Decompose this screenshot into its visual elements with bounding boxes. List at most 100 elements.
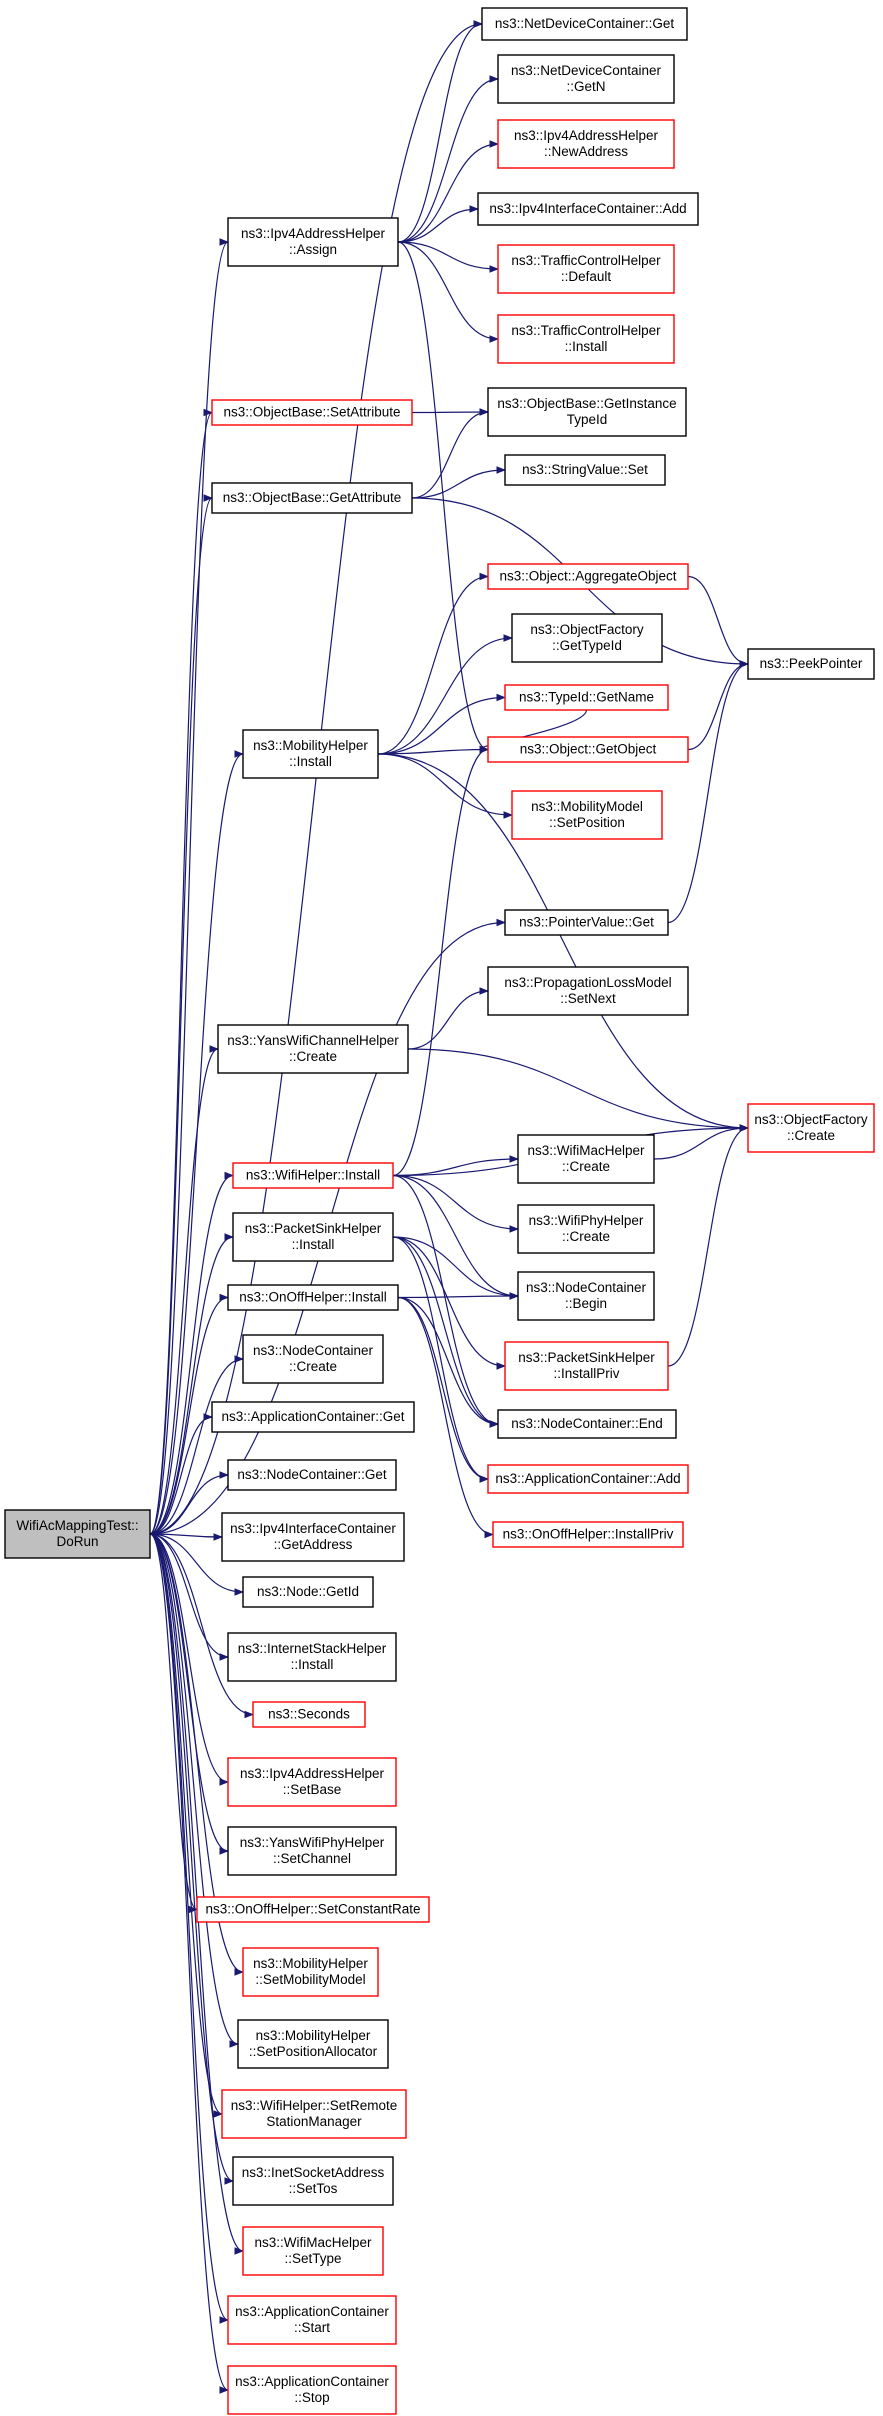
edge-root-to-isa_settos <box>149 1533 234 2185</box>
node-label: ns3::ObjectBase::GetInstance <box>497 396 676 411</box>
node-ipv4ah_newaddr[interactable]: ns3::Ipv4AddressHelper::NewAddress <box>497 119 675 169</box>
node-peekpointer[interactable]: ns3::PeekPointer <box>747 648 875 680</box>
node-box <box>227 1757 397 1807</box>
node-tch_install[interactable]: ns3::TrafficControlHelper::Install <box>497 314 675 364</box>
node-label: ns3::NetDeviceContainer::Get <box>495 16 675 31</box>
node-label: ns3::Object::AggregateObject <box>499 569 676 584</box>
edge-root-to-mh_install <box>149 750 244 1535</box>
edge-wh_install-to-wph_create <box>392 1174 519 1233</box>
edge-ooh_install-to-nc_end <box>397 1296 499 1428</box>
node-ywch_create[interactable]: ns3::YansWifiChannelHelper::Create <box>217 1024 409 1074</box>
node-mh_setmobmodel[interactable]: ns3::MobilityHelper::SetMobilityModel <box>242 1947 379 1997</box>
edge-mh_install-to-of_gettypeid <box>377 634 513 755</box>
node-nc_get[interactable]: ns3::NodeContainer::Get <box>227 1459 397 1491</box>
edge-ipv4ah_assign-to-ipv4ic_add <box>397 205 479 243</box>
node-box <box>221 2089 407 2139</box>
node-box <box>487 1464 689 1494</box>
node-root[interactable]: WifiAcMappingTest::DoRun <box>4 1509 151 1559</box>
node-ob_setattr[interactable]: ns3::ObjectBase::SetAttribute <box>211 399 413 426</box>
node-box <box>504 454 666 486</box>
node-box <box>227 1826 397 1876</box>
edge-ipv4ah_assign-to-tch_default <box>397 241 499 273</box>
node-label: WifiAcMappingTest:: <box>16 1518 138 1533</box>
node-box <box>747 648 875 680</box>
node-wh_install[interactable]: ns3::WifiHelper::Install <box>232 1162 394 1189</box>
node-ac_add[interactable]: ns3::ApplicationContainer::Add <box>487 1464 689 1494</box>
node-wph_create[interactable]: ns3::WifiPhyHelper::Create <box>517 1204 655 1254</box>
node-label: TypeId <box>567 412 608 427</box>
node-typeid_getname[interactable]: ns3::TypeId::GetName <box>504 684 669 711</box>
node-mm_setpos[interactable]: ns3::MobilityModel::SetPosition <box>511 790 663 840</box>
node-label: DoRun <box>56 1534 98 1549</box>
node-box <box>747 1103 875 1153</box>
node-box <box>504 1341 669 1391</box>
node-of_gettypeid[interactable]: ns3::ObjectFactory::GetTypeId <box>511 613 663 663</box>
node-sv_set[interactable]: ns3::StringValue::Set <box>504 454 666 486</box>
edge-ooh_install-to-ooh_installpriv <box>397 1296 494 1539</box>
node-ipv4ah_assign[interactable]: ns3::Ipv4AddressHelper::Assign <box>227 217 399 267</box>
edge-root-to-nc_create <box>149 1355 244 1535</box>
node-ipv4ah_setbase[interactable]: ns3::Ipv4AddressHelper::SetBase <box>227 1757 397 1807</box>
node-box <box>242 1947 379 1997</box>
edge-root-to-node_getid <box>149 1533 244 1596</box>
node-ywph_setchannel[interactable]: ns3::YansWifiPhyHelper::SetChannel <box>227 1826 397 1876</box>
node-ooh_installpriv[interactable]: ns3::OnOffHelper::InstallPriv <box>492 1521 684 1548</box>
node-label: ns3::OnOffHelper::InstallPriv <box>503 1527 674 1542</box>
node-ndc_get[interactable]: ns3::NetDeviceContainer::Get <box>481 7 688 41</box>
edge-psh_installpriv-to-of_create <box>667 1124 749 1367</box>
node-box <box>517 1271 655 1321</box>
node-ooh_setconst[interactable]: ns3::OnOffHelper::SetConstantRate <box>196 1896 430 1923</box>
node-box <box>504 684 669 711</box>
node-label: ns3::PropagationLossModel <box>504 975 671 990</box>
node-nc_create[interactable]: ns3::NodeContainer::Create <box>242 1334 384 1384</box>
edge-root-to-ywph_setchannel <box>149 1533 229 1855</box>
node-wmh_create[interactable]: ns3::WifiMacHelper::Create <box>517 1134 655 1184</box>
node-ipv4ic_add[interactable]: ns3::Ipv4InterfaceContainer::Add <box>477 192 699 226</box>
node-box <box>227 2295 397 2345</box>
node-obj_getobject[interactable]: ns3::Object::GetObject <box>487 736 689 763</box>
node-tch_default[interactable]: ns3::TrafficControlHelper::Default <box>497 244 675 294</box>
node-mh_install[interactable]: ns3::MobilityHelper::Install <box>242 729 379 779</box>
node-ndc_getn[interactable]: ns3::NetDeviceContainer::GetN <box>497 54 675 104</box>
edge-root-to-ob_setattr <box>149 408 213 1535</box>
edge-root-to-nc_get <box>149 1471 229 1535</box>
edge-root-to-ob_getattr <box>149 494 213 1535</box>
node-box <box>232 1162 394 1189</box>
node-plm_setnext[interactable]: ns3::PropagationLossModel::SetNext <box>487 966 689 1016</box>
node-ipv4ic_getaddr[interactable]: ns3::Ipv4InterfaceContainer::GetAddress <box>221 1512 405 1562</box>
edge-ipv4ah_assign-to-ipv4ah_newaddr <box>397 140 499 243</box>
edge-wmh_create-to-of_create <box>653 1124 749 1160</box>
node-seconds[interactable]: ns3::Seconds <box>252 1701 366 1728</box>
node-pv_get[interactable]: ns3::PointerValue::Get <box>504 909 669 936</box>
node-ac_get[interactable]: ns3::ApplicationContainer::Get <box>211 1401 415 1433</box>
node-mh_setposalloc[interactable]: ns3::MobilityHelper::SetPositionAllocato… <box>237 2019 389 2069</box>
edge-ipv4ah_assign-to-obj_getobject <box>397 241 489 754</box>
node-nc_begin[interactable]: ns3::NodeContainer::Begin <box>517 1271 655 1321</box>
node-label: ::SetChannel <box>273 1851 351 1866</box>
node-label: ns3::Ipv4AddressHelper <box>241 226 386 241</box>
node-label: ns3::WifiMacHelper <box>254 2235 372 2250</box>
node-isa_settos[interactable]: ns3::InetSocketAddress::SetTos <box>232 2156 394 2206</box>
node-ish_install[interactable]: ns3::InternetStackHelper::Install <box>227 1632 397 1682</box>
node-label: ::SetMobilityModel <box>255 1972 365 1987</box>
node-label: ns3::NodeContainer <box>253 1343 374 1358</box>
edge-ooh_install-to-ac_add <box>397 1296 489 1483</box>
node-label: StationManager <box>266 2114 362 2129</box>
edge-root-to-ipv4ah_assign <box>149 238 229 1535</box>
node-ac_stop[interactable]: ns3::ApplicationContainer::Stop <box>227 2365 397 2415</box>
node-obj_aggregate[interactable]: ns3::Object::AggregateObject <box>487 563 689 590</box>
node-ac_start[interactable]: ns3::ApplicationContainer::Start <box>227 2295 397 2345</box>
node-box <box>511 790 663 840</box>
node-of_create[interactable]: ns3::ObjectFactory::Create <box>747 1103 875 1153</box>
node-box <box>487 736 689 763</box>
node-wmh_settype[interactable]: ns3::WifiMacHelper::SetType <box>242 2226 384 2276</box>
node-psh_installpriv[interactable]: ns3::PacketSinkHelper::InstallPriv <box>504 1341 669 1391</box>
node-ooh_install[interactable]: ns3::OnOffHelper::Install <box>227 1284 399 1311</box>
node-nc_end[interactable]: ns3::NodeContainer::End <box>497 1409 677 1439</box>
node-node_getid[interactable]: ns3::Node::GetId <box>242 1576 374 1608</box>
edge-mh_install-to-obj_aggregate <box>377 572 489 755</box>
node-psh_install[interactable]: ns3::PacketSinkHelper::Install <box>232 1212 394 1262</box>
node-ob_getattr[interactable]: ns3::ObjectBase::GetAttribute <box>211 482 413 514</box>
